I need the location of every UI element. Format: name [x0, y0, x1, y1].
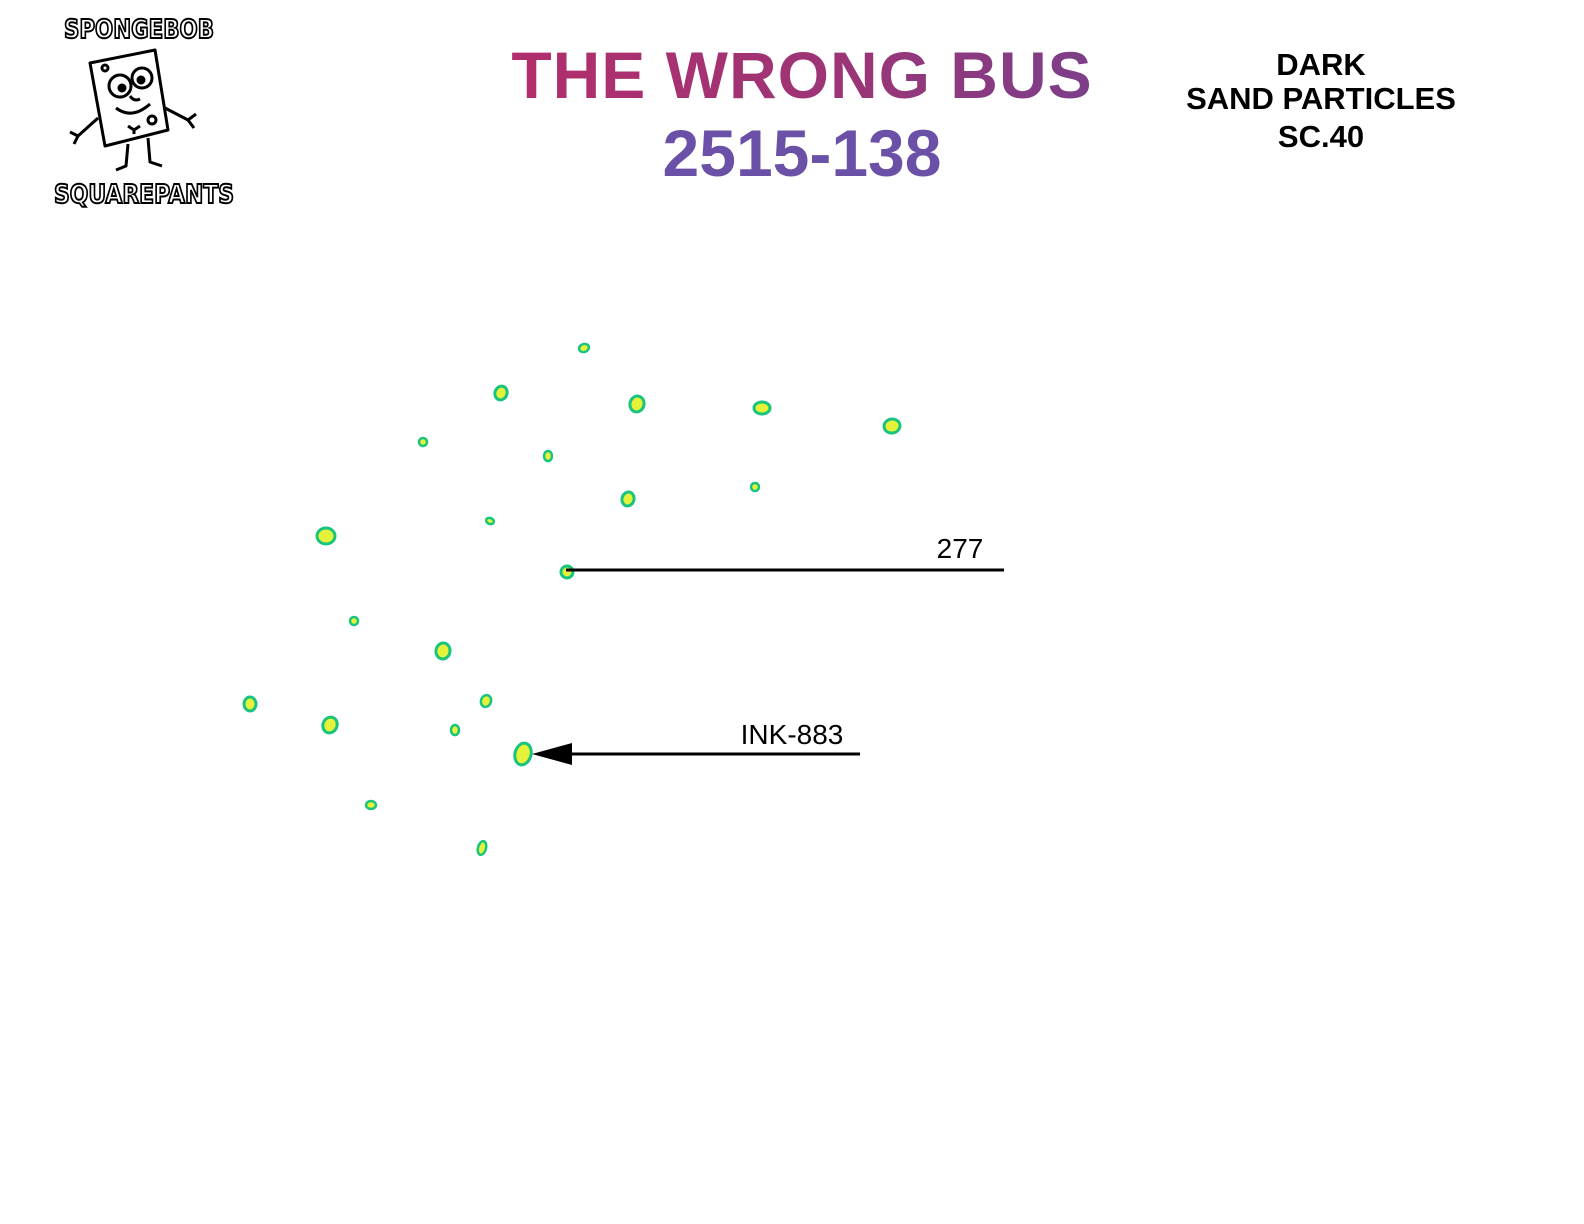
logo-line2: SQUAREPANTS — [54, 180, 234, 210]
sand-particle — [620, 490, 636, 508]
title-block: THE WRONG BUS 2515-138 — [492, 36, 1112, 192]
sand-particle — [321, 715, 339, 735]
callout-label-277: 277 — [937, 533, 984, 564]
sand-particles — [242, 342, 902, 857]
sand-particle — [542, 449, 554, 463]
sand-particle — [577, 342, 591, 354]
sand-particle — [749, 481, 761, 493]
sand-particle — [752, 400, 772, 416]
scene-info: DARK SAND PARTICLES SC.40 — [1176, 48, 1466, 154]
logo-line1: SPONGEBOB — [64, 15, 214, 45]
sand-particle — [476, 839, 488, 857]
sand-particle — [449, 723, 461, 737]
sand-particle — [479, 693, 493, 709]
sand-particle — [559, 564, 575, 580]
spongebob-squarepants-logo: SPONGEBOB SQUAREPANTS — [53, 14, 235, 211]
sand-particle — [882, 417, 902, 435]
sand-particle — [493, 384, 509, 402]
effect-subject: SAND PARTICLES — [1186, 81, 1456, 116]
production-number: 2515-138 — [662, 116, 942, 190]
sand-particle — [348, 615, 360, 627]
effect-type: DARK — [1276, 47, 1366, 82]
arrow-label-ink-883: INK-883 — [741, 719, 844, 750]
episode-title: THE WRONG BUS — [492, 36, 1112, 114]
sand-particle — [628, 394, 646, 414]
sand-particle — [364, 799, 378, 811]
sand-particle — [315, 526, 337, 546]
spongebob-figure — [69, 48, 197, 172]
sand-particle — [484, 516, 496, 526]
sand-particle — [513, 741, 533, 767]
sand-particle — [242, 695, 258, 713]
arrow-head — [532, 743, 572, 765]
sand-particle — [417, 436, 429, 448]
sand-particle — [434, 641, 452, 661]
scene-number: SC.40 — [1277, 119, 1365, 154]
